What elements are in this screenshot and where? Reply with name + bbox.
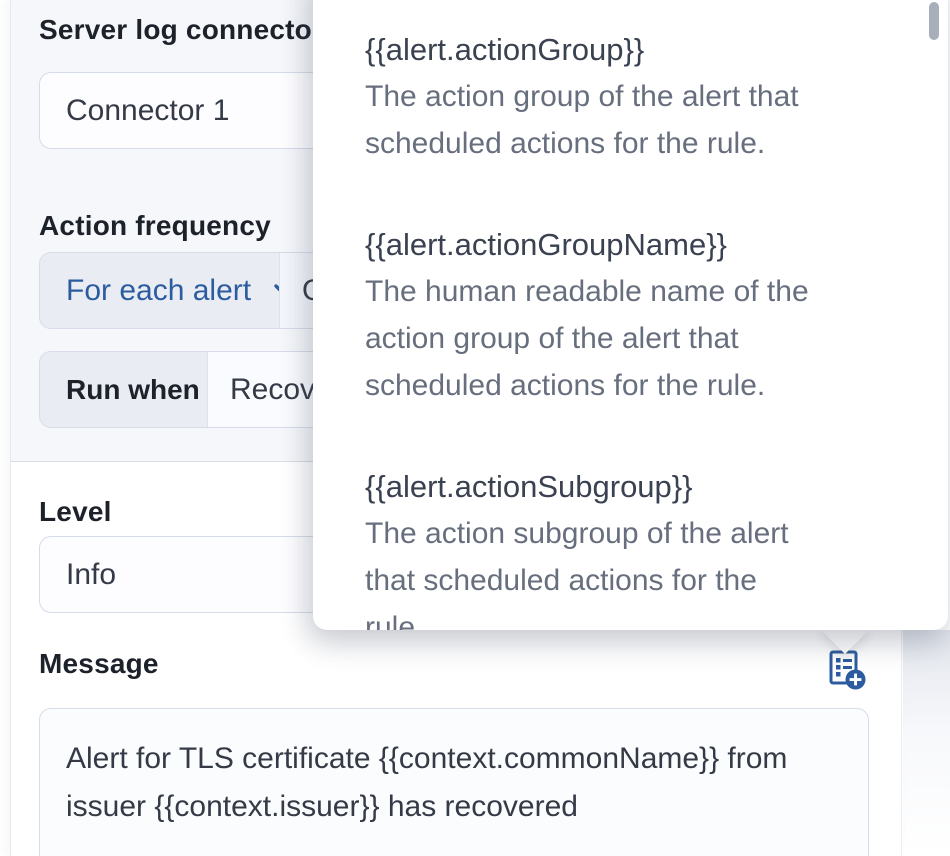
variable-option[interactable]: {{alert.actionSubgroup}} The action subg… bbox=[365, 463, 845, 630]
action-frequency-label: Action frequency bbox=[39, 210, 271, 241]
variable-title: {{alert.actionSubgroup}} bbox=[365, 469, 693, 504]
list-add-icon bbox=[826, 650, 872, 692]
connector-section-title: Server log connector bbox=[39, 14, 324, 45]
run-when-label-text: Run when bbox=[66, 373, 200, 405]
notify-for-dropdown[interactable]: For each alert bbox=[40, 253, 296, 328]
popover-scrollbar[interactable] bbox=[929, 2, 939, 40]
message-text: Alert for TLS certificate {{context.comm… bbox=[66, 742, 788, 823]
notify-for-value: For each alert bbox=[66, 273, 252, 307]
level-label: Level bbox=[39, 496, 112, 527]
variable-title: {{alert.actionGroup}} bbox=[365, 32, 645, 67]
run-when-prepend-label: Run when bbox=[40, 352, 207, 427]
variable-description: The action group of the alert that sched… bbox=[365, 80, 799, 160]
level-select-value: Info bbox=[66, 557, 117, 591]
variables-list: {{alert.actionGroup}} The action group o… bbox=[365, 26, 845, 630]
variables-popover: {{alert.actionGroup}} The action group o… bbox=[313, 0, 948, 630]
page-background-strip bbox=[903, 630, 950, 856]
add-variable-button[interactable] bbox=[826, 648, 872, 694]
variable-option[interactable]: {{alert.actionGroupName}} The human read… bbox=[365, 221, 845, 409]
variable-description: The action subgroup of the alert that sc… bbox=[365, 517, 789, 630]
message-textarea[interactable]: Alert for TLS certificate {{context.comm… bbox=[39, 708, 869, 856]
variable-option[interactable]: {{alert.actionGroup}} The action group o… bbox=[365, 26, 845, 167]
connector-select-value: Connector 1 bbox=[66, 93, 230, 127]
message-label: Message bbox=[39, 648, 159, 679]
variable-title: {{alert.actionGroupName}} bbox=[365, 227, 727, 262]
variable-description: The human readable name of the action gr… bbox=[365, 275, 809, 402]
